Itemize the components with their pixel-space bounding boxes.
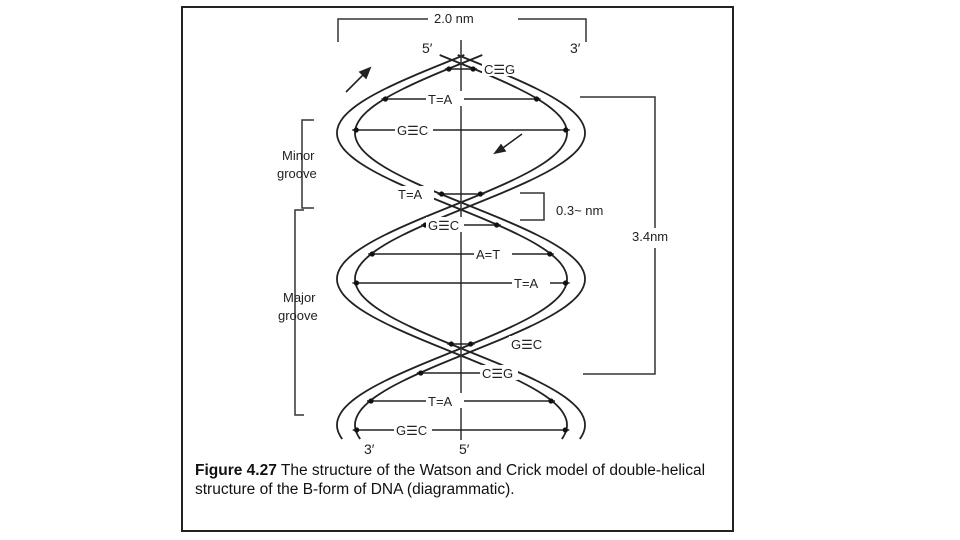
base-pair-label-background bbox=[474, 246, 512, 261]
phosphate-dot bbox=[477, 191, 483, 197]
top-3prime-label: 3′ bbox=[570, 40, 581, 56]
base-pair-label-background bbox=[480, 365, 518, 380]
figure-caption: Figure 4.27 The structure of the Watson … bbox=[195, 461, 725, 499]
figure-number: Figure 4.27 bbox=[195, 462, 277, 479]
phosphate-dot bbox=[562, 427, 568, 433]
phosphate-dot bbox=[534, 96, 540, 102]
arrow-icon bbox=[493, 133, 523, 155]
base-pair-label-background bbox=[396, 186, 434, 201]
base-pair-label: G☰C bbox=[511, 337, 542, 352]
base-pair-label: G☰C bbox=[396, 423, 427, 438]
strand-1-edge bbox=[336, 54, 568, 440]
base-pair-label-background bbox=[426, 393, 464, 408]
base-pair-label: G☰C bbox=[428, 218, 459, 233]
minor-groove-label: Minor groove bbox=[277, 148, 318, 181]
base-pair-label: A=T bbox=[476, 247, 500, 262]
phosphate-dot bbox=[369, 251, 375, 257]
phosphate-dot bbox=[548, 398, 554, 404]
base-pair-label: T=A bbox=[428, 394, 453, 409]
phosphate-dot bbox=[353, 127, 359, 133]
pitch-bracket bbox=[583, 248, 656, 375]
phosphate-dot bbox=[446, 66, 452, 72]
base-pair-label: T=A bbox=[398, 187, 423, 202]
phosphate-dot bbox=[368, 398, 374, 404]
major-groove-bracket bbox=[294, 209, 304, 416]
minor-groove-bracket bbox=[301, 119, 314, 209]
phosphate-dot bbox=[547, 251, 553, 257]
phosphate-dot bbox=[382, 96, 388, 102]
top-5prime-label: 5′ bbox=[422, 40, 433, 56]
base-pair-label-background bbox=[426, 91, 464, 106]
phosphate-dot bbox=[563, 127, 569, 133]
base-pair-label-background bbox=[509, 336, 547, 351]
bottom-5prime-label: 5′ bbox=[459, 441, 470, 457]
base-pairs: C☰GT=AG☰CT=AG☰CA=TT=AG☰CC☰GT=AG☰C bbox=[352, 61, 570, 438]
strand-2-edge bbox=[336, 54, 568, 440]
phosphate-dot bbox=[439, 191, 445, 197]
base-pair-label-background bbox=[482, 61, 520, 76]
base-pair-label: G☰C bbox=[397, 123, 428, 138]
phosphate-dot bbox=[418, 370, 424, 376]
base-pair-label-background bbox=[394, 422, 432, 437]
base-pair-label-background bbox=[512, 275, 550, 290]
pitch-bracket bbox=[580, 96, 656, 228]
base-pair-label: T=A bbox=[428, 92, 453, 107]
pitch-label: 3.4nm bbox=[632, 229, 668, 244]
width-bracket bbox=[337, 18, 587, 42]
base-pair-label-background bbox=[426, 217, 464, 232]
phosphate-dot bbox=[470, 66, 476, 72]
strand-1-edge bbox=[354, 54, 586, 440]
arrow-icon bbox=[345, 66, 372, 93]
base-pair-label: C☰G bbox=[482, 366, 513, 381]
base-pair-label: C☰G bbox=[484, 62, 515, 77]
rise-label: 0.3~ nm bbox=[556, 203, 603, 218]
width-label: 2.0 nm bbox=[434, 11, 474, 26]
rise-bracket bbox=[520, 192, 545, 221]
phosphate-dot bbox=[353, 280, 359, 286]
strand-2-edge bbox=[354, 54, 586, 440]
phosphate-dot bbox=[468, 341, 474, 347]
phosphate-dot bbox=[448, 341, 454, 347]
phosphate-dot bbox=[354, 427, 360, 433]
phosphate-dot bbox=[494, 222, 500, 228]
bottom-3prime-label: 3′ bbox=[364, 441, 375, 457]
phosphate-dot bbox=[563, 280, 569, 286]
base-pair-label: T=A bbox=[514, 276, 539, 291]
major-groove-label: Major groove bbox=[278, 290, 319, 323]
caption-text: The structure of the Watson and Crick mo… bbox=[195, 462, 706, 498]
base-pair-label-background bbox=[395, 122, 433, 137]
